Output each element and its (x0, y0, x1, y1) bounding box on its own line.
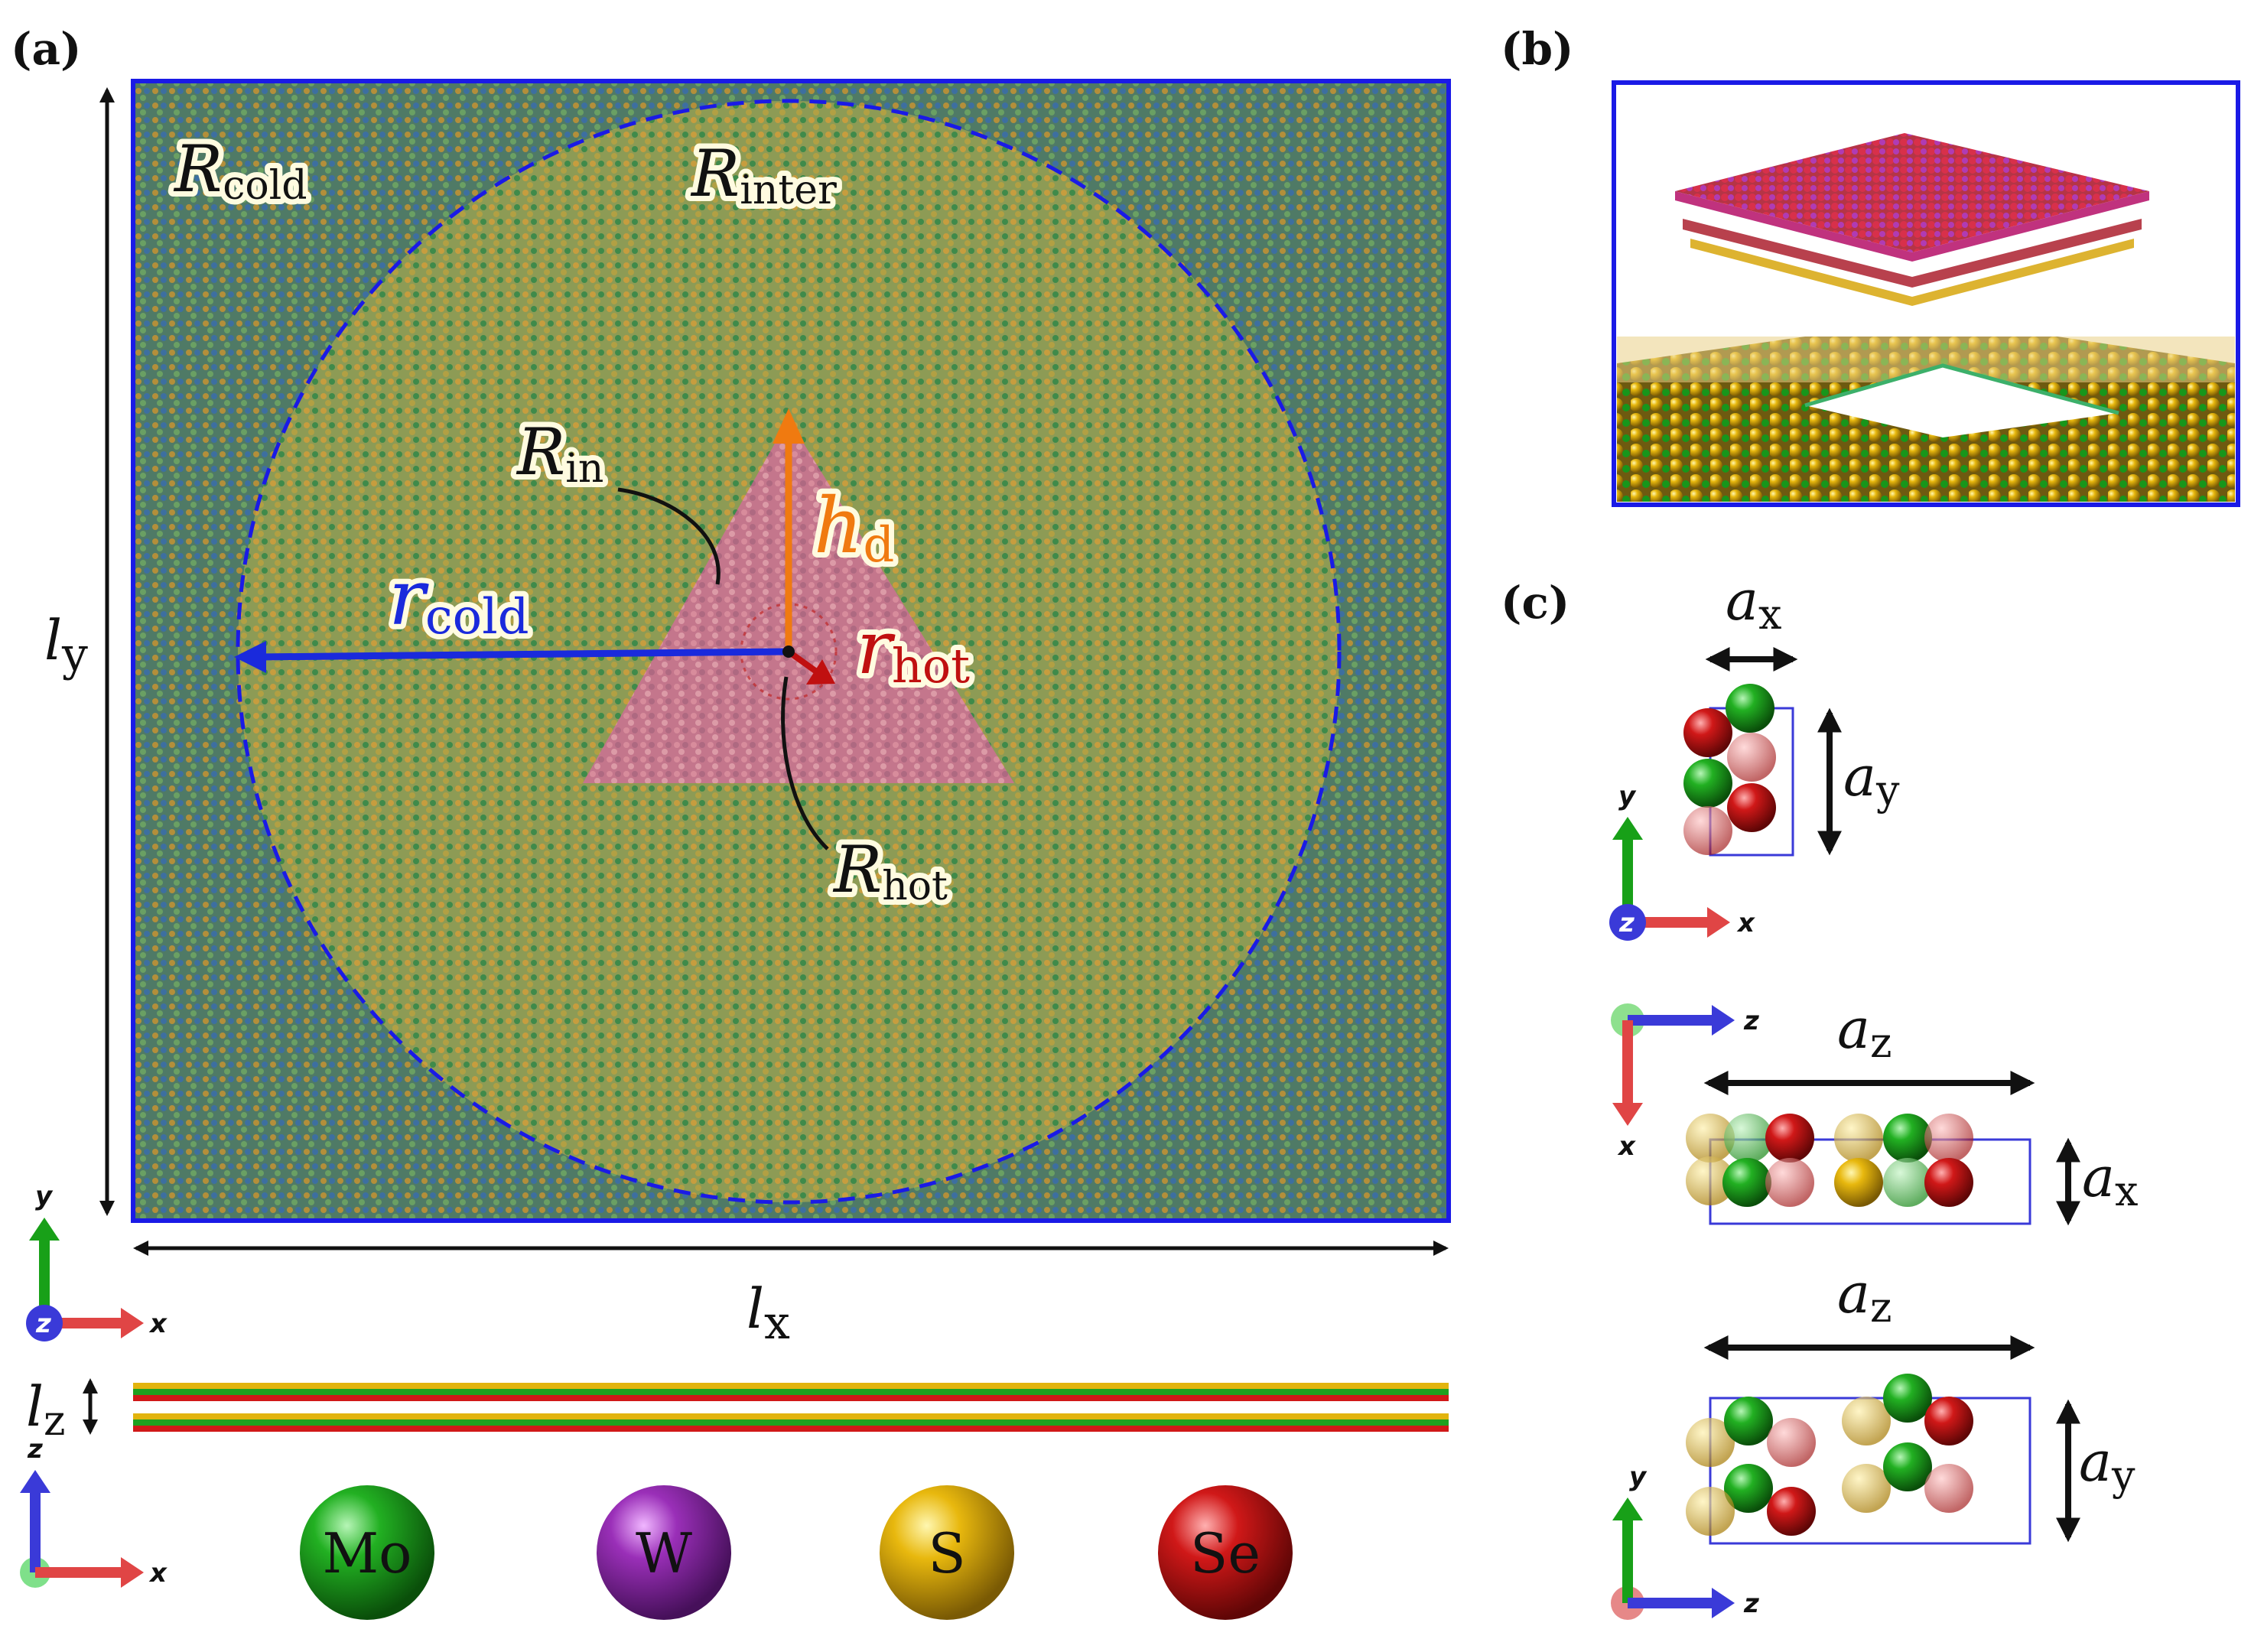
ay-label-3: ay (2079, 1429, 2136, 1500)
c2-axis-z: z (1743, 1006, 1759, 1036)
r-inter-label: Rinter (690, 136, 837, 213)
panel-b-label: (b) (1501, 23, 1573, 75)
ax-label-2: ax (2082, 1145, 2138, 1215)
panel-c-label: (c) (1501, 577, 1570, 629)
ly-label: ly (44, 608, 88, 681)
axis-y-letter: y (35, 1181, 54, 1211)
lz-label: lz (26, 1374, 65, 1445)
center-point (782, 646, 795, 658)
legend-mo: Mo (300, 1485, 434, 1620)
unit-cell-top-view (1683, 684, 1794, 857)
unit-cell-yz-view (1686, 1374, 2031, 1545)
r-cold-arrow (234, 641, 789, 673)
svg-text:W: W (636, 1521, 692, 1585)
c2-axis-x: x (1617, 1131, 1636, 1162)
legend-s: S (880, 1485, 1014, 1620)
ax-label-1: ax (1726, 568, 1781, 639)
axis-triad-xz: z x (20, 1434, 168, 1589)
az-label-2: az (1837, 997, 1892, 1067)
r-in-leader (617, 487, 721, 585)
r-in-label: Rin (516, 415, 603, 492)
unit-cell-xz-view (1686, 1114, 2031, 1225)
r-cold-radius-label: rcold (389, 553, 529, 646)
az-label-3: az (1837, 1261, 1892, 1332)
axis-triad-c2: z x (1611, 1003, 1759, 1162)
h-d-arrow (773, 408, 805, 652)
axis-z-letter-side: z (27, 1434, 43, 1465)
r-hot-leader (781, 676, 829, 850)
r-cold-label: Rcold (173, 132, 307, 209)
legend-w: W (597, 1485, 731, 1620)
perspective-render (1612, 80, 2240, 507)
axis-triad-c3: y z (1611, 1462, 1759, 1620)
svg-text:S: S (928, 1521, 965, 1585)
ay-label-1: ay (1843, 744, 1900, 815)
axis-triad-c1: y x z (1609, 781, 1755, 941)
axis-z-letter: z (35, 1309, 51, 1339)
axis-x-letter-side: x (148, 1558, 168, 1589)
svg-text:Mo: Mo (322, 1521, 411, 1585)
floating-flake (1675, 133, 2149, 252)
cold-boundary-circle (236, 99, 1342, 1205)
inner-triangle-region (583, 419, 1014, 783)
r-hot-radius-label: rhot (857, 605, 970, 694)
svg-text:Se: Se (1190, 1521, 1260, 1585)
box-frame (131, 79, 1451, 1223)
r-hot-label: Rhot (832, 832, 948, 909)
legend-se: Se (1158, 1485, 1293, 1620)
c3-axis-y: y (1629, 1462, 1648, 1492)
r-hot-arrow (786, 649, 835, 685)
c3-axis-z: z (1743, 1589, 1759, 1619)
panel-a-label: (a) (11, 23, 81, 75)
element-legend: Mo W S Se (300, 1485, 1293, 1620)
lx-label: lx (747, 1276, 790, 1350)
side-view-layers (133, 1383, 1449, 1432)
h-d-label: hd (814, 481, 894, 574)
axis-x-letter: x (148, 1309, 168, 1339)
c1-axis-y: y (1618, 781, 1637, 811)
c1-axis-z: z (1618, 908, 1635, 938)
c1-axis-x: x (1736, 908, 1755, 938)
axis-triad-xy: y x z (26, 1181, 168, 1341)
